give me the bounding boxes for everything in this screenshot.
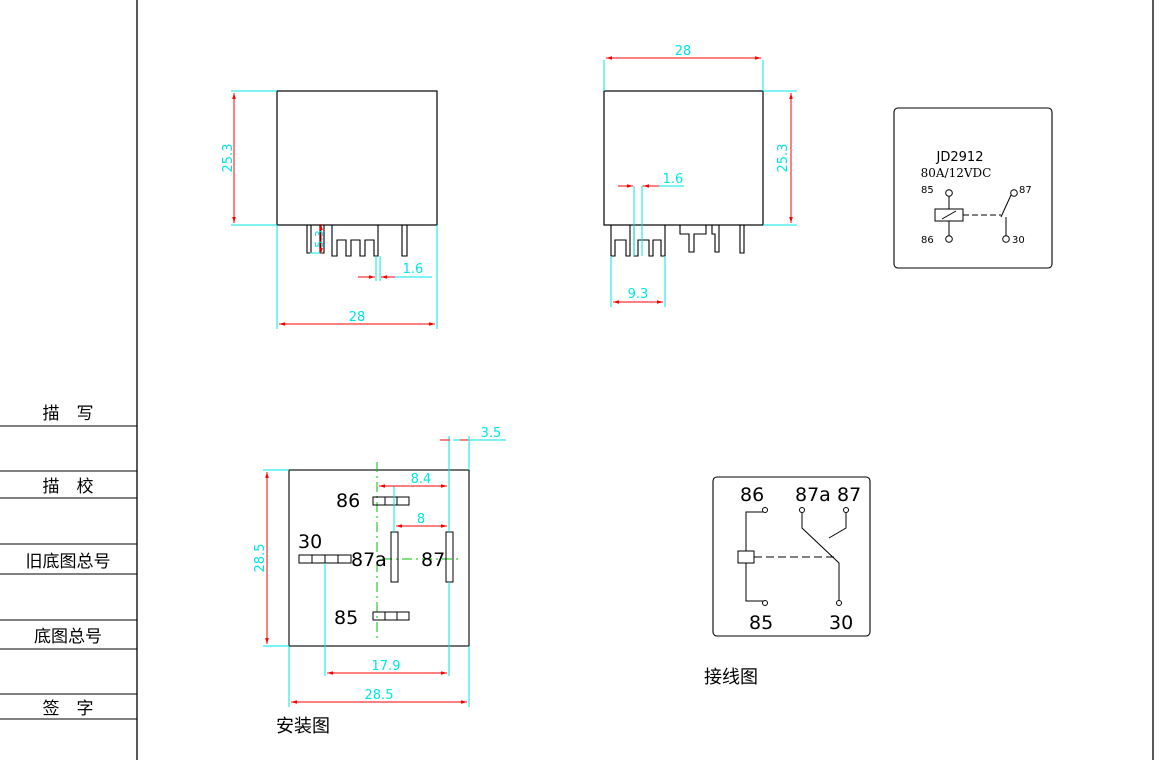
front-width-label: 28	[349, 310, 366, 325]
front-pin-width-label: 1.6	[403, 262, 424, 277]
front-body	[276, 90, 438, 226]
mounting-pin-87a: 87a	[351, 549, 387, 571]
mounting-dim-8-4-label: 8.4	[411, 472, 432, 487]
side-view: 28 25.3 1.6 9.3	[603, 44, 797, 307]
label-model: JD2912	[936, 150, 984, 165]
side-pins	[610, 225, 745, 257]
label-pin-86: 86	[921, 235, 934, 246]
label-pin-87: 87	[1019, 185, 1032, 196]
label-plate-border	[893, 107, 1053, 269]
title-row-draw: 描 写	[43, 404, 94, 424]
side-pin-width-label: 1.6	[663, 172, 684, 187]
mounting-pin-87: 87	[421, 549, 445, 571]
label-pin-30: 30	[1012, 235, 1025, 246]
front-view: 25.3 28 5.3 1.6	[221, 90, 438, 329]
title-block	[0, 425, 137, 720]
mounting-outline	[288, 469, 470, 647]
title-row-base-number: 底图总号	[34, 627, 102, 647]
front-height-label: 25.3	[221, 144, 236, 173]
side-dim-lines	[603, 60, 797, 307]
wiring-pin-87: 87	[837, 484, 861, 506]
mounting-pin-30: 30	[298, 531, 322, 553]
wiring-pin-30: 30	[829, 612, 853, 634]
title-row-signature: 签 字	[43, 699, 94, 719]
mounting-width-label: 28.5	[365, 688, 394, 703]
wiring-pin-87a: 87a	[795, 484, 831, 506]
side-body	[603, 90, 764, 226]
mounting-offset-label: 3.5	[481, 426, 502, 441]
front-dim-lines	[231, 90, 438, 329]
label-rating: 80A/12VDC	[921, 166, 992, 180]
side-pin-pitch-label: 9.3	[628, 287, 649, 302]
sheet-frame	[136, 0, 1154, 760]
mounting-pin-86: 86	[336, 490, 360, 512]
wiring-caption: 接线图	[704, 667, 758, 688]
label-schematic	[934, 189, 1018, 243]
wiring-view: 86 87a 87 85 30 接线图	[704, 476, 871, 688]
mounting-caption: 安装图	[276, 716, 330, 737]
side-width-label: 28	[675, 44, 692, 59]
mounting-dim-8-label: 8	[417, 512, 425, 527]
wiring-pin-86: 86	[740, 484, 764, 506]
mounting-height-label: 28.5	[253, 544, 268, 573]
front-pin-length-label: 5.3	[313, 230, 326, 248]
label-plate: JD2912 80A/12VDC 85 86 87 30	[893, 107, 1053, 269]
label-pin-85: 85	[921, 185, 934, 196]
mounting-view: 28.5 28.5 3.5 8.4 8 17.9 86 30 87a 87 85…	[253, 426, 506, 737]
mounting-dim-lines	[263, 436, 506, 707]
side-height-label: 25.3	[776, 144, 791, 173]
wiring-schematic	[737, 507, 849, 606]
wiring-border	[712, 476, 871, 637]
mounting-pin-85: 85	[334, 607, 358, 629]
wiring-pin-85: 85	[749, 612, 773, 634]
title-row-old-base-number: 旧底图总号	[26, 552, 111, 572]
mounting-dim-17-9-label: 17.9	[372, 659, 401, 674]
title-row-check: 描 校	[43, 477, 94, 497]
